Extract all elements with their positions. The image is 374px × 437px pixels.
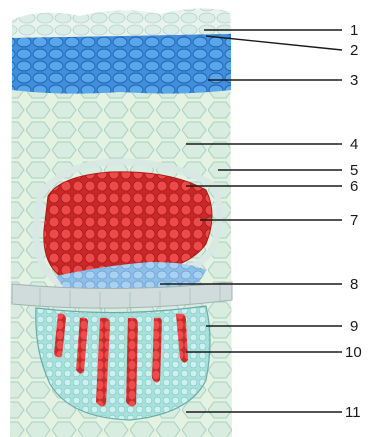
label-9: 9 [350,318,358,335]
label-8: 8 [350,276,358,293]
label-3: 3 [350,72,358,89]
outer-epidermis-layer [12,8,231,38]
label-6: 6 [350,178,358,195]
label-1: 1 [350,22,358,39]
label-4: 4 [350,136,358,153]
label-5: 5 [350,162,358,179]
hypodermis-band [12,34,231,94]
label-11: 11 [345,404,361,421]
label-7: 7 [350,212,358,229]
label-10: 10 [345,344,362,361]
label-2: 2 [350,42,358,59]
